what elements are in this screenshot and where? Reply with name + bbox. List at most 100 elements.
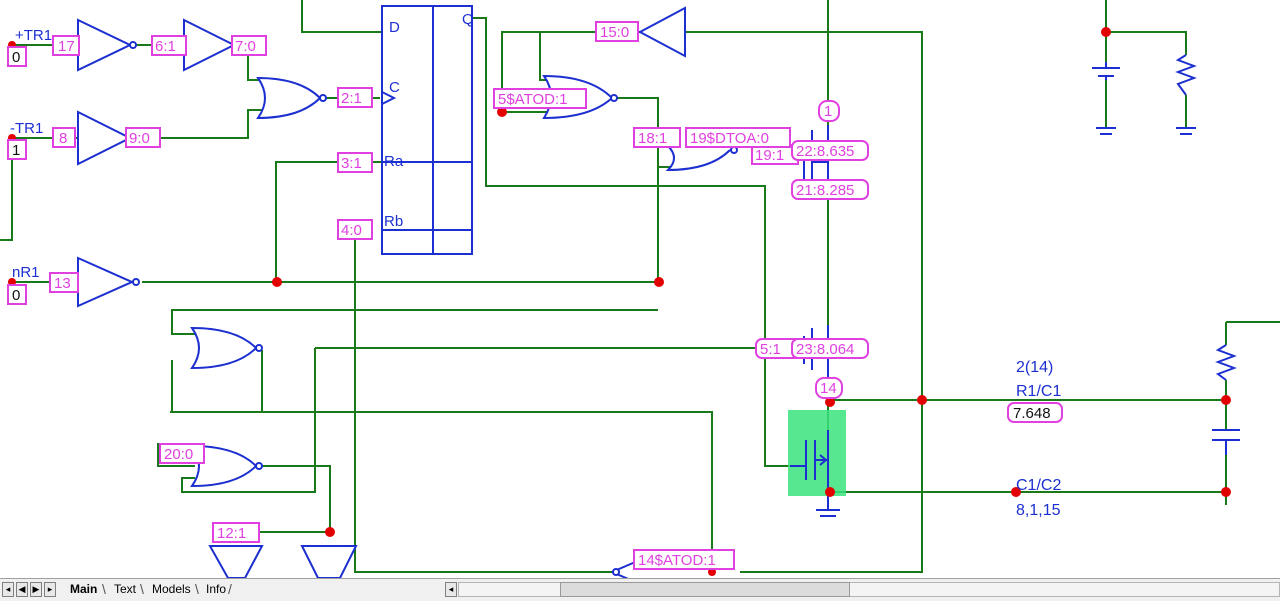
node-label-22[interactable]: 22:8.635 xyxy=(791,140,869,161)
input-label-nr1: nR1 xyxy=(12,264,40,281)
svg-text:1: 1 xyxy=(824,103,832,120)
svg-text:19$DTOA:0: 19$DTOA:0 xyxy=(690,130,769,147)
svg-text:14$ATOD:1: 14$ATOD:1 xyxy=(638,552,716,569)
node-label-8[interactable]: 8 xyxy=(52,127,76,148)
prev-page-button[interactable]: ◀ xyxy=(16,582,28,597)
node-label-4[interactable]: 4:0 xyxy=(337,219,373,240)
svg-text:19:1: 19:1 xyxy=(755,147,784,164)
ff-pin-ra: Ra xyxy=(384,153,404,170)
node-label-14atod[interactable]: 14$ATOD:1 xyxy=(633,549,735,570)
svg-text:18:1: 18:1 xyxy=(638,130,667,147)
node-label-14[interactable]: 14 xyxy=(815,377,843,399)
resistor[interactable] xyxy=(1215,344,1237,381)
node-label-3[interactable]: 3:1 xyxy=(337,152,373,173)
tab-models[interactable]: Models xyxy=(152,582,191,596)
ground-symbol xyxy=(816,500,840,517)
input-label-trm: -TR1 xyxy=(10,120,43,137)
buffer-gate-3[interactable] xyxy=(637,6,686,58)
inverter-gate-2[interactable] xyxy=(77,256,135,308)
nor-gate-3[interactable] xyxy=(665,145,731,172)
input-state-trp[interactable]: 0 xyxy=(7,46,27,67)
input-state-nr1[interactable]: 0 xyxy=(7,284,27,305)
components xyxy=(77,5,1240,585)
svg-text:5$ATOD:1: 5$ATOD:1 xyxy=(498,91,567,108)
inverter-gate[interactable] xyxy=(77,18,133,72)
tab-separator: \ xyxy=(195,581,199,597)
node-value-7648[interactable]: 7.648 xyxy=(1007,402,1063,423)
input-state-trm[interactable]: 1 xyxy=(7,139,27,160)
sheet-tab-bar: ◂ ◀ ▶ ▸ Main \ Text \ Models \ Info / ◂ xyxy=(0,578,1280,601)
tab-separator: / xyxy=(228,581,232,597)
node-label-5[interactable]: 5:1 xyxy=(755,338,803,359)
node-label-9[interactable]: 9:0 xyxy=(125,127,161,148)
buffer-gate-2[interactable] xyxy=(77,110,133,166)
bottom-buffer-1[interactable] xyxy=(208,545,264,579)
tab-text[interactable]: Text xyxy=(114,582,137,596)
nor-gate-5[interactable] xyxy=(190,444,258,488)
next-page-button[interactable]: ▶ xyxy=(30,582,42,597)
node-label-18[interactable]: 18:1 xyxy=(633,127,681,148)
node-label-12[interactable]: 12:1 xyxy=(212,522,260,543)
tab-separator: \ xyxy=(102,581,106,597)
node-label-13[interactable]: 13 xyxy=(49,272,79,293)
svg-text:1: 1 xyxy=(12,142,20,159)
last-page-button[interactable]: ▸ xyxy=(44,582,56,597)
svg-text:0: 0 xyxy=(12,49,20,66)
svg-text:8: 8 xyxy=(59,130,67,147)
tab-main[interactable]: Main xyxy=(70,582,98,596)
junctions xyxy=(8,27,1231,576)
svg-text:5:1: 5:1 xyxy=(760,341,781,358)
node-label-6[interactable]: 6:1 xyxy=(151,35,187,56)
flip-flop[interactable] xyxy=(381,5,473,255)
scroll-left-icon[interactable]: ◂ xyxy=(445,582,457,597)
node-2-label: 2(14) xyxy=(1016,359,1053,376)
c1c2-values: 8,1,15 xyxy=(1016,502,1061,519)
tab-separator: \ xyxy=(140,581,144,597)
bottom-buffer-2[interactable] xyxy=(300,545,358,579)
svg-text:2:1: 2:1 xyxy=(341,90,362,107)
selected-mosfet-highlight[interactable] xyxy=(788,410,846,496)
node-label-7[interactable]: 7:0 xyxy=(231,35,267,56)
svg-text:17: 17 xyxy=(58,38,75,55)
buffer-gate[interactable] xyxy=(183,18,237,72)
c1c2-label: C1/C2 xyxy=(1016,477,1061,494)
nor-gate[interactable] xyxy=(256,76,322,120)
ff-pin-q: Q xyxy=(462,11,474,28)
node-label-2[interactable]: 2:1 xyxy=(337,87,373,108)
svg-text:22:8.635: 22:8.635 xyxy=(796,143,854,160)
node-label-19dtoa[interactable]: 19$DTOA:0 xyxy=(685,127,791,148)
node-label-23[interactable]: 23:8.064 xyxy=(791,338,869,359)
schematic-canvas[interactable]: +TR1 -TR1 nR1 D C Q Ra Rb 2(14) R1/C1 C1… xyxy=(0,0,1280,585)
component-text: +TR1 -TR1 nR1 D C Q Ra Rb 2(14) R1/C1 C1… xyxy=(10,11,1061,519)
scrollbar-thumb[interactable] xyxy=(560,582,850,597)
svg-text:9:0: 9:0 xyxy=(129,130,150,147)
svg-text:4:0: 4:0 xyxy=(341,222,362,239)
input-label-trp: +TR1 xyxy=(15,27,52,44)
node-label-15[interactable]: 15:0 xyxy=(595,21,639,42)
node-label-17[interactable]: 17 xyxy=(52,35,80,56)
svg-text:13: 13 xyxy=(54,275,71,292)
node-label-5atod[interactable]: 5$ATOD:1 xyxy=(493,88,587,109)
nor-gate-4[interactable] xyxy=(190,326,258,370)
tab-info[interactable]: Info xyxy=(206,582,227,596)
wires xyxy=(0,0,1280,575)
svg-text:7.648: 7.648 xyxy=(1013,405,1051,422)
svg-text:12:1: 12:1 xyxy=(217,525,246,542)
r1c1-label: R1/C1 xyxy=(1016,383,1061,400)
svg-text:14: 14 xyxy=(820,380,837,397)
ff-pin-d: D xyxy=(389,19,400,36)
svg-text:3:1: 3:1 xyxy=(341,155,362,172)
resistor-2[interactable] xyxy=(1175,54,1197,96)
svg-text:0: 0 xyxy=(12,287,20,304)
svg-text:23:8.064: 23:8.064 xyxy=(796,341,854,358)
node-label-1[interactable]: 1 xyxy=(818,100,840,122)
node-labels: 17 6:1 7:0 2:1 8 9:0 3:1 4:0 13 15:0 5$A… xyxy=(7,21,1063,570)
node-label-20[interactable]: 20:0 xyxy=(159,443,205,464)
ff-pin-rb: Rb xyxy=(384,213,403,230)
svg-text:15:0: 15:0 xyxy=(600,24,629,41)
first-page-button[interactable]: ◂ xyxy=(2,582,14,597)
node-label-21[interactable]: 21:8.285 xyxy=(791,179,869,200)
svg-text:6:1: 6:1 xyxy=(155,38,176,55)
ff-pin-c: C xyxy=(389,79,400,96)
svg-text:7:0: 7:0 xyxy=(235,38,256,55)
